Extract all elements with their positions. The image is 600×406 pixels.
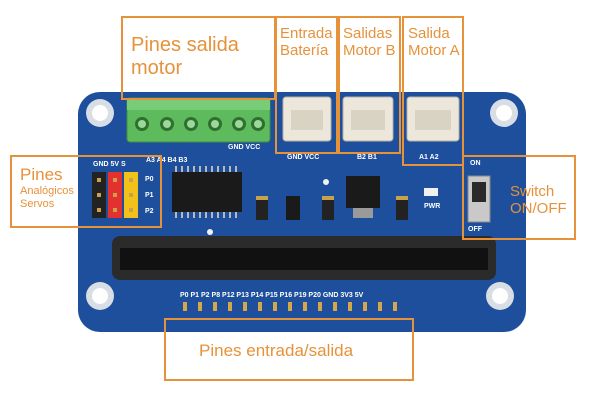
label-salida-motor-a: Salida Motor A [402, 16, 464, 166]
silk-a3-a4-b4-b3: A3 A4 B4 B3 [146, 157, 188, 164]
edge-connector-slot [112, 236, 496, 280]
silk-p2: P2 [145, 208, 154, 215]
label-pines-analogicos-title: Pines [20, 165, 63, 184]
silk-p0: P0 [145, 176, 154, 183]
slide-switch [467, 175, 491, 223]
jst-connectors [282, 96, 460, 142]
label-pines-analogicos-sub: Analógicos Servos [20, 184, 74, 211]
label-pines-salida-motor: Pines salida motor [121, 16, 276, 100]
silk-servo-header: GND 5V S [93, 161, 126, 168]
silk-p1: P1 [145, 192, 154, 199]
label-pines-entrada-salida-text: Pines entrada/salida [199, 341, 354, 360]
edge-pin-pads [183, 302, 397, 311]
label-salidas-motor-b: Salidas Motor B [338, 16, 401, 154]
silk-pwr: PWR [424, 203, 441, 210]
silk-b2-b1: B2 B1 [357, 154, 377, 161]
mounting-holes [86, 99, 518, 310]
screw-terminal-block [126, 97, 271, 143]
silk-on: ON [470, 160, 481, 167]
label-salida-motor-a-text: Salida Motor A [408, 25, 460, 60]
servo-headers [92, 172, 138, 218]
label-entrada-bateria-text: Entrada Batería [280, 25, 333, 60]
label-pines-salida-motor-text: Pines salida motor [131, 34, 239, 79]
driver-chip [172, 166, 242, 218]
silk-gnd-vcc-battery: GND VCC [287, 154, 320, 161]
label-pines-entrada-salida: Pines entrada/salida [164, 318, 414, 381]
label-switch-on-off-text: Switch ON/OFF [510, 183, 567, 218]
label-entrada-bateria: Entrada Batería [275, 16, 338, 154]
silk-gnd-vcc-terminal: GND VCC [228, 144, 261, 151]
silk-off: OFF [468, 226, 482, 233]
label-switch-on-off: Switch ON/OFF [462, 155, 576, 240]
silk-edge-pins: P0 P1 P2 P8 P12 P13 P14 P15 P16 P19 P20 … [180, 292, 364, 299]
label-salidas-motor-b-text: Salidas Motor B [343, 25, 396, 60]
smd-components [207, 176, 438, 235]
label-pines-analogicos: Pines Analógicos Servos [10, 155, 162, 228]
silk-a1-a2: A1 A2 [419, 154, 439, 161]
